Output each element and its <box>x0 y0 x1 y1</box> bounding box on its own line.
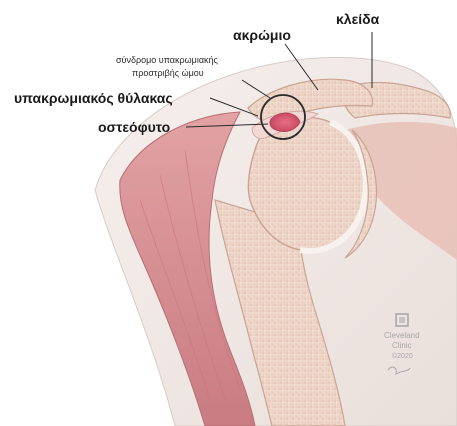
watermark-line3: ©2020 <box>392 352 413 360</box>
watermark-line1: Cleveland <box>384 331 420 340</box>
watermark-line2: Clinic <box>392 341 412 350</box>
clavicle-label: κλείδα <box>336 11 380 27</box>
impingement-label-line2: προστριβής ώμου <box>132 68 204 78</box>
acromion-label: ακρώμιο <box>233 27 291 43</box>
bone-spur-label: οστεόφυτο <box>98 119 170 135</box>
impingement-label-line1: σύνδρομο υπακρωμιακής <box>116 55 219 65</box>
bursa-label: υπακρωμιακός θύλακας <box>14 90 173 106</box>
